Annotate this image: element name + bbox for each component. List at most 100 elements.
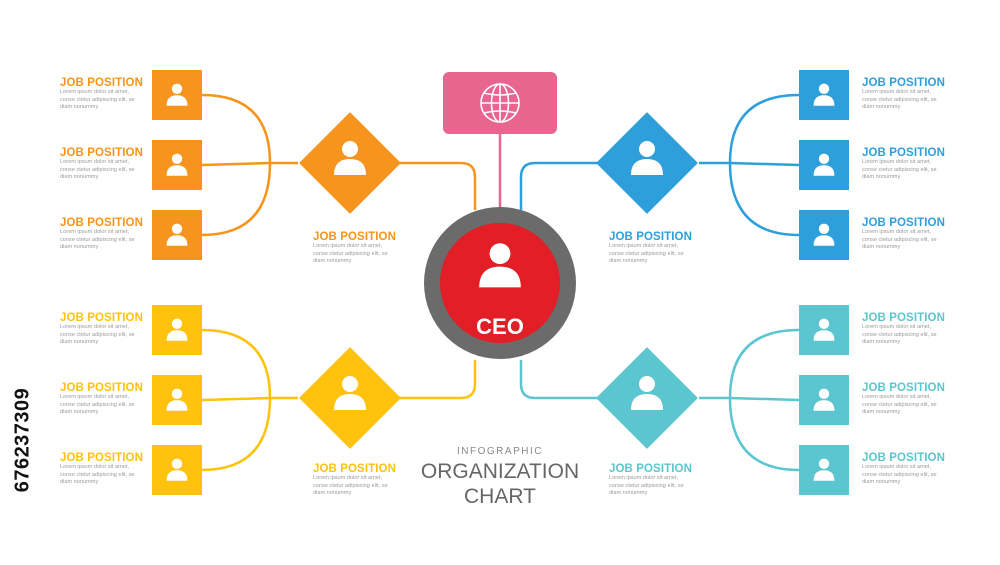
manager-label-top-left: JOB POSITION Lorem ipsum dolor sit amet,…	[313, 231, 396, 266]
member-desc: Lorem ipsum dolor sit amet, conse ctetur…	[862, 464, 937, 486]
member-label: JOB POSITION Lorem ipsum dolor sit amet,…	[862, 217, 945, 252]
manager-title: JOB POSITION	[313, 231, 396, 243]
member-label: JOB POSITION Lorem ipsum dolor sit amet,…	[60, 452, 143, 487]
member-connector	[728, 93, 800, 164]
member-title: JOB POSITION	[862, 452, 945, 464]
manager-title: JOB POSITION	[609, 463, 692, 475]
caption-infographic: INFOGRAPHIC	[457, 446, 543, 457]
member-title: JOB POSITION	[60, 312, 143, 324]
member-connector	[201, 396, 271, 402]
member-node	[799, 210, 849, 260]
member-square	[799, 140, 849, 190]
member-label: JOB POSITION Lorem ipsum dolor sit amet,…	[862, 312, 945, 347]
member-label: JOB POSITION Lorem ipsum dolor sit amet,…	[60, 77, 143, 112]
member-title: JOB POSITION	[862, 147, 945, 159]
member-title: JOB POSITION	[862, 217, 945, 229]
member-label: JOB POSITION Lorem ipsum dolor sit amet,…	[862, 77, 945, 112]
member-square	[152, 210, 202, 260]
member-node	[152, 375, 202, 425]
member-square	[799, 210, 849, 260]
member-label: JOB POSITION Lorem ipsum dolor sit amet,…	[60, 147, 143, 182]
member-square	[152, 445, 202, 495]
manager-title: JOB POSITION	[313, 463, 396, 475]
member-connector	[729, 161, 800, 167]
member-connector	[201, 161, 271, 167]
member-desc: Lorem ipsum dolor sit amet, conse ctetur…	[862, 89, 937, 111]
member-title: JOB POSITION	[862, 382, 945, 394]
member-node	[799, 140, 849, 190]
manager-label-bottom-left: JOB POSITION Lorem ipsum dolor sit amet,…	[313, 463, 396, 498]
manager-label-bottom-right: JOB POSITION Lorem ipsum dolor sit amet,…	[609, 463, 692, 498]
member-desc: Lorem ipsum dolor sit amet, conse ctetur…	[60, 159, 135, 181]
member-title: JOB POSITION	[60, 452, 143, 464]
member-node	[799, 445, 849, 495]
member-connector	[728, 162, 800, 237]
member-node	[799, 375, 849, 425]
caption-organization: ORGANIZATION	[420, 460, 580, 483]
member-node	[799, 305, 849, 355]
member-desc: Lorem ipsum dolor sit amet, conse ctetur…	[862, 394, 937, 416]
member-square	[152, 140, 202, 190]
branch-connector-top-right	[519, 161, 647, 210]
stock-id: 676237309	[11, 326, 35, 554]
member-node	[152, 70, 202, 120]
manager-label-top-right: JOB POSITION Lorem ipsum dolor sit amet,…	[609, 231, 692, 266]
caption-chart: CHART	[464, 485, 536, 508]
member-desc: Lorem ipsum dolor sit amet, conse ctetur…	[60, 394, 135, 416]
manager-desc: Lorem ipsum dolor sit amet, conse ctetur…	[313, 475, 388, 497]
member-node	[799, 70, 849, 120]
member-node	[152, 445, 202, 495]
member-title: JOB POSITION	[862, 77, 945, 89]
member-node	[152, 210, 202, 260]
member-desc: Lorem ipsum dolor sit amet, conse ctetur…	[862, 229, 937, 251]
manager-node-top-right	[596, 112, 698, 214]
manager-desc: Lorem ipsum dolor sit amet, conse ctetur…	[609, 475, 684, 497]
member-square	[152, 305, 202, 355]
member-square	[152, 375, 202, 425]
manager-desc: Lorem ipsum dolor sit amet, conse ctetur…	[313, 243, 388, 265]
member-square	[799, 445, 849, 495]
member-title: JOB POSITION	[60, 217, 143, 229]
manager-desc: Lorem ipsum dolor sit amet, conse ctetur…	[609, 243, 684, 265]
member-title: JOB POSITION	[60, 77, 143, 89]
member-connector	[728, 328, 800, 399]
member-title: JOB POSITION	[60, 147, 143, 159]
member-desc: Lorem ipsum dolor sit amet, conse ctetur…	[862, 324, 937, 346]
member-connector	[201, 162, 272, 237]
member-square	[799, 70, 849, 120]
branch-connector-bottom-left	[350, 360, 477, 400]
member-node	[152, 140, 202, 190]
member-desc: Lorem ipsum dolor sit amet, conse ctetur…	[60, 324, 135, 346]
member-label: JOB POSITION Lorem ipsum dolor sit amet,…	[862, 382, 945, 417]
member-desc: Lorem ipsum dolor sit amet, conse ctetur…	[60, 229, 135, 251]
member-label: JOB POSITION Lorem ipsum dolor sit amet,…	[60, 217, 143, 252]
member-desc: Lorem ipsum dolor sit amet, conse ctetur…	[60, 464, 135, 486]
member-desc: Lorem ipsum dolor sit amet, conse ctetur…	[862, 159, 937, 181]
member-square	[799, 375, 849, 425]
member-connector	[729, 396, 800, 402]
member-label: JOB POSITION Lorem ipsum dolor sit amet,…	[60, 312, 143, 347]
member-square	[152, 70, 202, 120]
manager-node-top-left	[299, 112, 401, 214]
member-square	[799, 305, 849, 355]
member-connector	[728, 397, 800, 472]
manager-node-bottom-right	[596, 347, 698, 449]
member-label: JOB POSITION Lorem ipsum dolor sit amet,…	[60, 382, 143, 417]
manager-title: JOB POSITION	[609, 231, 692, 243]
member-label: JOB POSITION Lorem ipsum dolor sit amet,…	[862, 452, 945, 487]
branch-connector-bottom-right	[519, 360, 647, 400]
globe-node	[443, 72, 557, 134]
member-connector	[201, 93, 272, 164]
member-title: JOB POSITION	[862, 312, 945, 324]
member-connector	[201, 397, 272, 472]
caption-block: INFOGRAPHIC ORGANIZATION CHART	[420, 446, 580, 509]
member-title: JOB POSITION	[60, 382, 143, 394]
member-desc: Lorem ipsum dolor sit amet, conse ctetur…	[60, 89, 135, 111]
globe-icon	[480, 83, 520, 123]
member-label: JOB POSITION Lorem ipsum dolor sit amet,…	[862, 147, 945, 182]
manager-node-bottom-left	[299, 347, 401, 449]
member-connector	[201, 328, 272, 399]
stock-id-text: 676237309	[11, 387, 34, 493]
ceo-label: CEO	[476, 314, 524, 339]
